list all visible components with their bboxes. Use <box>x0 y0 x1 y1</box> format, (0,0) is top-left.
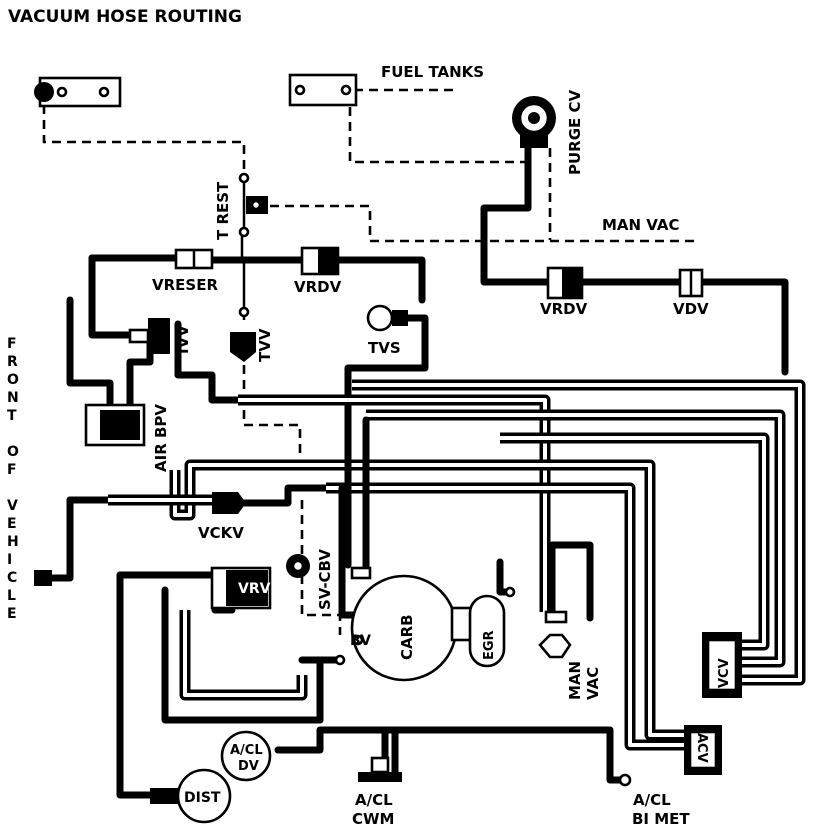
ac-bimet-component <box>618 773 632 787</box>
label-tvs: TVS <box>368 339 401 357</box>
air-bpv-component <box>84 403 146 447</box>
side-label-letter: E <box>7 606 17 622</box>
vdv-component <box>678 268 704 298</box>
label-dist: DIST <box>184 790 221 806</box>
ac-cwm-component <box>358 756 402 782</box>
label-man-vac-top: MAN VAC <box>602 216 680 234</box>
vcv-component <box>702 632 742 698</box>
label-egr: EGR <box>482 630 497 660</box>
vckv-component <box>212 492 246 514</box>
label-vrdv-left: VRDV <box>294 278 342 296</box>
label-ac-cwm-2: CWM <box>352 810 394 828</box>
sv-cbv-component <box>286 554 310 578</box>
side-label-letter: T <box>7 408 17 424</box>
ivv-component <box>128 318 170 354</box>
label-acv: ACV <box>694 733 709 763</box>
egr-component <box>468 586 516 668</box>
side-label-letter: F <box>7 336 17 352</box>
side-label-letter: H <box>7 534 19 550</box>
side-label-letter: F <box>7 462 17 478</box>
side-label-letter: O <box>7 372 19 388</box>
vrv-component <box>210 566 272 610</box>
label-ac-cwm-1: A/CL <box>355 791 393 809</box>
bracket-top-left <box>34 76 122 108</box>
ac-dv-component <box>220 730 272 782</box>
left-fitting <box>34 570 52 586</box>
side-label-letter: I <box>7 552 12 568</box>
label-ac-dv-1: A/CL <box>230 743 263 758</box>
label-man-vac-1: MAN <box>566 661 584 700</box>
labels: FUEL TANKS PURGE CV T REST MAN VAC VRESE… <box>152 63 732 828</box>
t-rest-connector <box>238 172 268 238</box>
label-ac-bimet-1: A/CL <box>633 791 671 809</box>
hose-lines <box>46 144 806 799</box>
side-label-letter: C <box>7 570 17 586</box>
label-vcv: VCV <box>717 658 732 688</box>
label-t-rest: T REST <box>214 181 232 240</box>
label-sv-cbv: SV-CBV <box>316 549 334 610</box>
dist-component <box>150 768 232 824</box>
label-vrdv-right: VRDV <box>540 300 588 318</box>
fuel-tank-bracket <box>288 73 358 107</box>
side-label-letter: L <box>7 588 16 604</box>
tvv-component <box>230 306 256 362</box>
side-label-letter: V <box>7 498 18 514</box>
label-vckv: VCKV <box>198 524 244 542</box>
side-label-letter: N <box>7 390 19 406</box>
label-vrv: VRV <box>238 581 271 597</box>
diagram-title: VACUUM HOSE ROUTING <box>8 7 242 27</box>
vrdv-right-component <box>546 266 584 300</box>
side-label-letter: R <box>7 354 18 370</box>
tvs-component <box>366 304 408 332</box>
label-tvv: TVV <box>256 328 274 362</box>
label-purge-cv: PURGE CV <box>566 89 584 175</box>
man-vac-fitting <box>538 610 572 659</box>
purge-cv-valve <box>512 96 556 148</box>
label-air-bpv: AIR BPV <box>152 404 170 472</box>
label-ivv: IVV <box>174 325 192 354</box>
label-fuel-tanks: FUEL TANKS <box>381 63 484 81</box>
label-bv: BV <box>350 633 371 649</box>
label-ac-bimet-2: BI MET <box>632 810 690 828</box>
label-vdv: VDV <box>673 300 709 318</box>
side-label-letter: O <box>7 444 19 460</box>
carb-component <box>334 566 482 682</box>
label-man-vac-2: VAC <box>584 667 602 700</box>
label-vreser: VRESER <box>152 276 218 294</box>
label-carb: CARB <box>398 614 416 660</box>
vrdv-left-component <box>300 246 340 276</box>
side-label-letter: E <box>7 516 17 532</box>
vreser-component <box>174 248 214 270</box>
acv-component <box>684 725 722 775</box>
label-ac-dv-2: DV <box>238 759 259 774</box>
